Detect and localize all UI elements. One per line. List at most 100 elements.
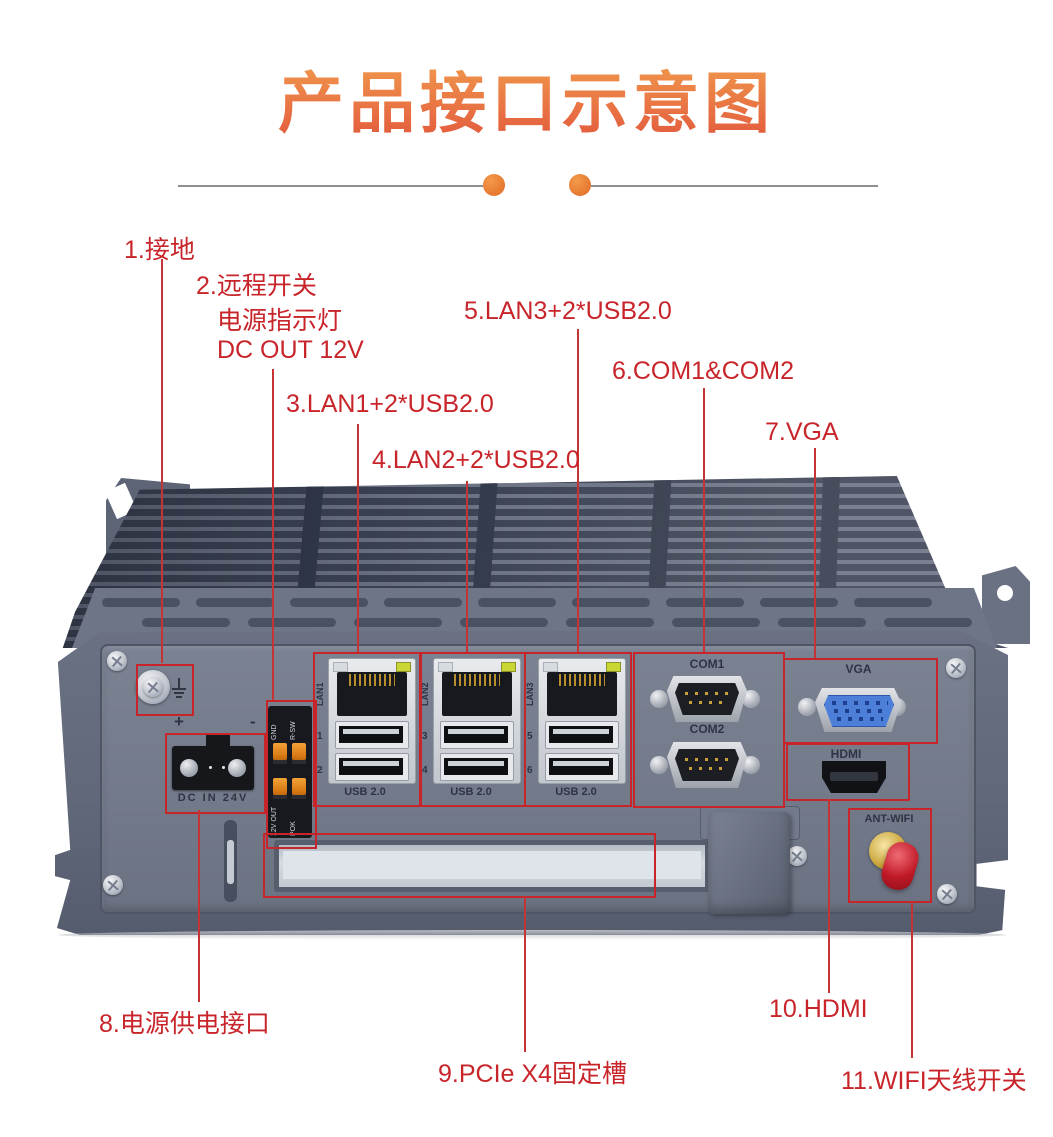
callout-label-11: 11.WIFI天线开关: [841, 1067, 1027, 1095]
divider-line-right: [591, 185, 878, 187]
lan-led-right: [501, 662, 516, 672]
callout-line-7: [814, 448, 816, 658]
dc-in-label: DC IN 24V: [177, 792, 249, 804]
divider-dot-right: [569, 174, 591, 196]
panel-screw-bottom-left: [103, 875, 123, 895]
usb-number: 3: [422, 731, 428, 742]
dc-terminal-screw: [180, 759, 198, 777]
hdmi-port: [822, 761, 886, 793]
ant-wifi-label: ANT-WIFI: [864, 813, 914, 825]
callout-label-8: 8.电源供电接口: [99, 1010, 270, 1038]
callout-box-ground: [136, 664, 194, 716]
com1-standoff: [742, 690, 760, 708]
callout-label-7: 7.VGA: [765, 418, 839, 446]
usb-port: [335, 753, 409, 781]
divider-line-left: [178, 185, 484, 187]
callout-line-6: [703, 388, 705, 652]
lan2-usb-bezel: [433, 658, 521, 784]
panel-screw-bottom-right: [937, 884, 957, 904]
usb-port: [545, 753, 619, 781]
usb-port: [545, 721, 619, 749]
dc-connector: [172, 746, 254, 790]
callout-label-2-line2: 电源指示灯: [217, 307, 343, 335]
lan-led-right: [396, 662, 411, 672]
terminal-clip: [292, 778, 306, 799]
callout-box-lan1: [313, 652, 421, 807]
callout-box-remote-switch: [266, 700, 317, 849]
usb-port: [440, 753, 514, 781]
lan3-usb-bezel: [538, 658, 626, 784]
callout-box-com: [633, 652, 785, 808]
callout-line-8: [198, 810, 200, 1002]
callout-box-hdmi: [786, 743, 910, 801]
terminal-clip: [273, 743, 287, 764]
com1-label: COM1: [689, 657, 725, 671]
callout-box-vga: [783, 658, 938, 744]
callout-label-10: 10.HDMI: [769, 995, 868, 1023]
rj45-port: [442, 672, 512, 716]
dc-terminal-screw: [228, 759, 246, 777]
callout-line-5: [577, 329, 579, 652]
callout-label-4: 4.LAN2+2*USB2.0: [372, 446, 580, 474]
callout-label-2-line3: DC OUT 12V: [217, 336, 364, 364]
vga-label: VGA: [845, 662, 872, 676]
callout-label-1: 1.接地: [124, 236, 195, 264]
dc-plus-label: +: [174, 712, 184, 731]
pcie-slot-inner: [283, 851, 701, 879]
divider-dot-left: [483, 174, 505, 196]
callout-box-dc-in: [165, 733, 266, 814]
panel-screw-top-left: [107, 651, 127, 671]
callout-box-pcie: [263, 833, 656, 898]
callout-label-3: 3.LAN1+2*USB2.0: [286, 390, 494, 418]
hdmi-label: HDMI: [830, 747, 862, 761]
rj45-port: [337, 672, 407, 716]
panel-screw-top-right: [946, 658, 966, 678]
bracket-slot: [224, 820, 237, 902]
lan-led-right: [606, 662, 621, 672]
usb-port: [440, 721, 514, 749]
dc-minus-label: -: [250, 712, 256, 731]
callout-label-5: 5.LAN3+2*USB2.0: [464, 297, 672, 325]
usb-number: 1: [317, 731, 323, 742]
usb-number: 2: [317, 765, 323, 776]
callout-line-4: [466, 481, 468, 652]
usb20-label: USB 2.0: [555, 786, 597, 798]
vent-row: [142, 618, 972, 627]
usb-port: [335, 721, 409, 749]
callout-line-10: [828, 799, 830, 993]
com2-label: COM2: [689, 722, 725, 736]
remote-switch-terminal: GND R-SW 12V OUT POK: [268, 706, 312, 838]
terminal-clip: [292, 743, 306, 764]
callout-line-1: [161, 259, 163, 663]
callout-box-lan2: [420, 652, 526, 807]
callout-box-lan3: [524, 652, 632, 807]
usb-number: 6: [527, 765, 533, 776]
com2-port: [667, 742, 747, 788]
ground-screw: [143, 677, 163, 697]
rj45-port: [547, 672, 617, 716]
callout-line-3: [357, 424, 359, 652]
mount-ear-right-hole: [997, 585, 1013, 601]
terminal-clip: [273, 778, 287, 799]
callout-line-2: [272, 369, 274, 700]
lan1-usb-bezel: [328, 658, 416, 784]
com1-port: [667, 676, 747, 722]
vga-standoff: [798, 698, 816, 716]
pcie-clamp-screw: [787, 846, 807, 866]
ground-shadow: [58, 930, 1006, 940]
callout-label-2-line1: 2.远程开关: [196, 272, 317, 300]
callout-label-9: 9.PCIe X4固定槽: [438, 1060, 627, 1088]
lan-led-left: [438, 662, 453, 672]
callout-box-ant-wifi: [848, 808, 932, 903]
callout-label-6: 6.COM1&COM2: [612, 357, 794, 385]
lan-led-left: [333, 662, 348, 672]
callout-line-11: [911, 901, 913, 1058]
vent-row: [102, 598, 932, 607]
usb20-label: USB 2.0: [450, 786, 492, 798]
com1-standoff: [650, 690, 668, 708]
com2-standoff: [650, 756, 668, 774]
usb-number: 4: [422, 765, 428, 776]
usb-number: 5: [527, 731, 533, 742]
usb20-label: USB 2.0: [344, 786, 386, 798]
